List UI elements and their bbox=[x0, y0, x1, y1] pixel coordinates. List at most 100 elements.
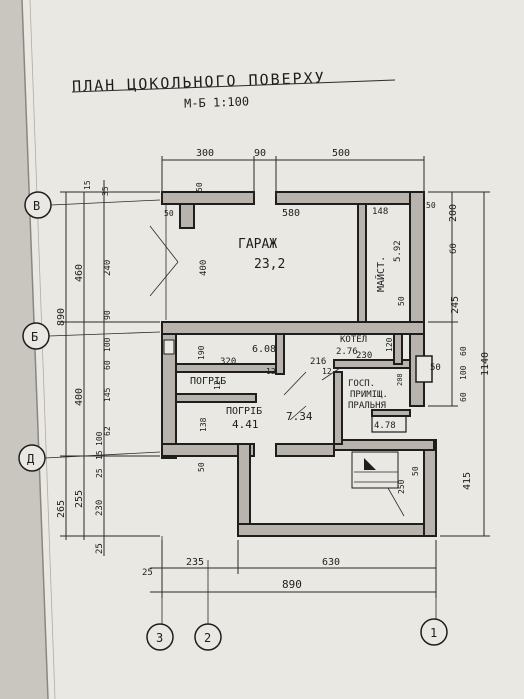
dim-in-12a: 12 bbox=[213, 380, 222, 390]
door-swing-1 bbox=[283, 371, 307, 396]
dim-left-460: 460 bbox=[74, 264, 85, 282]
room-area-boiler: 2.76 bbox=[336, 347, 358, 357]
dim-bottom-235: 235 bbox=[186, 557, 204, 568]
room-label-cellar-2: ПОГРІБ bbox=[226, 406, 262, 417]
dim-in-120: 120 bbox=[385, 337, 394, 352]
dim-right-200: 200 bbox=[448, 204, 459, 222]
grid-axis-v-line-1 bbox=[50, 199, 161, 206]
window-right bbox=[415, 355, 433, 383]
dim-in-320: 320 bbox=[220, 357, 236, 367]
dim-left-25b: 25 bbox=[95, 468, 104, 478]
dim-right-1140: 1140 bbox=[480, 352, 491, 376]
wall-hall-right bbox=[275, 333, 285, 375]
stair-diag bbox=[387, 487, 405, 517]
room-area-corridor: 7.34 bbox=[286, 410, 313, 423]
dim-left-890: 890 bbox=[56, 308, 67, 326]
wall-utility-left bbox=[333, 371, 343, 445]
dim-right-60: 60 bbox=[449, 243, 459, 254]
dim-left-90: 90 bbox=[103, 310, 112, 320]
dim-in-190: 190 bbox=[197, 345, 206, 360]
door-swing-2 bbox=[289, 405, 307, 421]
grid-axis-label-3: 3 bbox=[156, 631, 163, 645]
dim-right-60b: 60 bbox=[459, 346, 468, 356]
grid-axis-label-d: Д bbox=[27, 452, 35, 466]
dim-in-216: 216 bbox=[310, 357, 326, 367]
wall-boiler-bottom bbox=[333, 359, 411, 369]
dim-left-255: 255 bbox=[74, 490, 85, 508]
dim-top-500: 500 bbox=[332, 148, 350, 159]
dim-in-138: 138 bbox=[199, 417, 208, 432]
dim-left-25: 25 bbox=[95, 543, 105, 554]
wall-stair-right bbox=[423, 439, 437, 537]
grid-axis-h-marker-3 bbox=[420, 618, 448, 646]
stair-block bbox=[351, 451, 399, 489]
dim-left-100b: 100 bbox=[95, 431, 104, 446]
room-label-cellar-1: ПОГРІБ bbox=[190, 376, 226, 387]
dim-right-415: 415 bbox=[462, 472, 473, 490]
stair-area-box bbox=[371, 415, 407, 433]
dim-right-60c: 60 bbox=[459, 392, 468, 402]
room-area-garage: 23,2 bbox=[254, 257, 285, 272]
wall-stair-top bbox=[333, 439, 435, 451]
dim-left-62: 62 bbox=[103, 426, 112, 436]
grid-axis-label-b: Б bbox=[31, 330, 38, 344]
dim-in-50a: 50 bbox=[164, 209, 174, 218]
door-swing-3 bbox=[321, 367, 341, 381]
room-area-cellar-2: 4.41 bbox=[232, 418, 259, 431]
wall-bottom-mid bbox=[275, 443, 335, 457]
dim-bottom-630: 630 bbox=[322, 557, 340, 568]
dim-in-50d: 50 bbox=[426, 201, 436, 210]
dim-in-148: 148 bbox=[372, 207, 388, 217]
room-area-hallway: 6.08 bbox=[252, 344, 276, 355]
grid-axis-v-line-3 bbox=[44, 451, 161, 459]
dim-left-15: 15 bbox=[83, 180, 92, 190]
dim-in-250: 250 bbox=[397, 479, 406, 494]
dim-in-400: 400 bbox=[199, 260, 209, 276]
dim-in-50e: 50 bbox=[197, 462, 206, 472]
wall-middle bbox=[161, 321, 425, 335]
wall-boiler-right bbox=[393, 333, 403, 365]
grid-axis-label-1: 1 bbox=[430, 626, 437, 640]
wall-stair-left bbox=[237, 443, 251, 537]
garage-door-swing-b bbox=[149, 261, 179, 297]
wall-cellar-mid bbox=[175, 393, 257, 403]
dim-in-208: 208 bbox=[396, 373, 404, 386]
garage-door-swing-a bbox=[149, 225, 179, 263]
dim-top-300: 300 bbox=[196, 148, 214, 159]
room-label-garage: ГАРАЖ bbox=[238, 237, 277, 252]
dim-left-35: 35 bbox=[101, 186, 110, 196]
dim-in-50c: 50 bbox=[397, 296, 406, 306]
dim-bottom-25: 25 bbox=[142, 568, 153, 578]
wall-garage-left-pier bbox=[179, 203, 195, 229]
dim-left-230: 230 bbox=[95, 500, 105, 516]
dim-left-15b: 15 bbox=[95, 450, 104, 460]
grid-axis-h-marker-1 bbox=[146, 623, 174, 651]
room-area-stair: 4.78 bbox=[374, 421, 396, 431]
title-underline bbox=[71, 79, 396, 93]
dim-right-100: 100 bbox=[459, 365, 468, 380]
room-label-utility-2: ПРИМІЩ. bbox=[350, 390, 388, 400]
room-label-utility-3: ПРАЛЬНЯ bbox=[348, 401, 386, 411]
dim-left-400: 400 bbox=[74, 388, 85, 406]
dim-in-12c: 12 bbox=[322, 367, 332, 376]
dim-in-50b: 50 bbox=[195, 182, 204, 192]
room-label-utility-1: ГОСП. bbox=[348, 379, 375, 389]
wall-stair-bottom bbox=[237, 523, 435, 537]
dim-left-145: 145 bbox=[103, 387, 112, 402]
dim-left-100: 100 bbox=[103, 337, 112, 352]
wall-right-upper bbox=[409, 191, 425, 323]
dim-in-50f: 50 bbox=[411, 466, 420, 476]
room-area-workshop: 5.92 bbox=[393, 240, 403, 262]
dim-left-60: 60 bbox=[103, 360, 112, 370]
sheet-scale: М-Б 1:100 bbox=[184, 94, 249, 110]
dim-right-50: 50 bbox=[430, 363, 441, 373]
dim-left-265: 265 bbox=[56, 500, 67, 518]
dim-bottom-890: 890 bbox=[282, 578, 302, 591]
wall-workshop bbox=[357, 203, 367, 323]
dim-left-240: 240 bbox=[103, 260, 113, 276]
dim-in-12b: 12 bbox=[266, 367, 276, 376]
room-label-workshop: МАЙСТ. bbox=[374, 256, 387, 292]
wall-top-left bbox=[161, 191, 255, 205]
